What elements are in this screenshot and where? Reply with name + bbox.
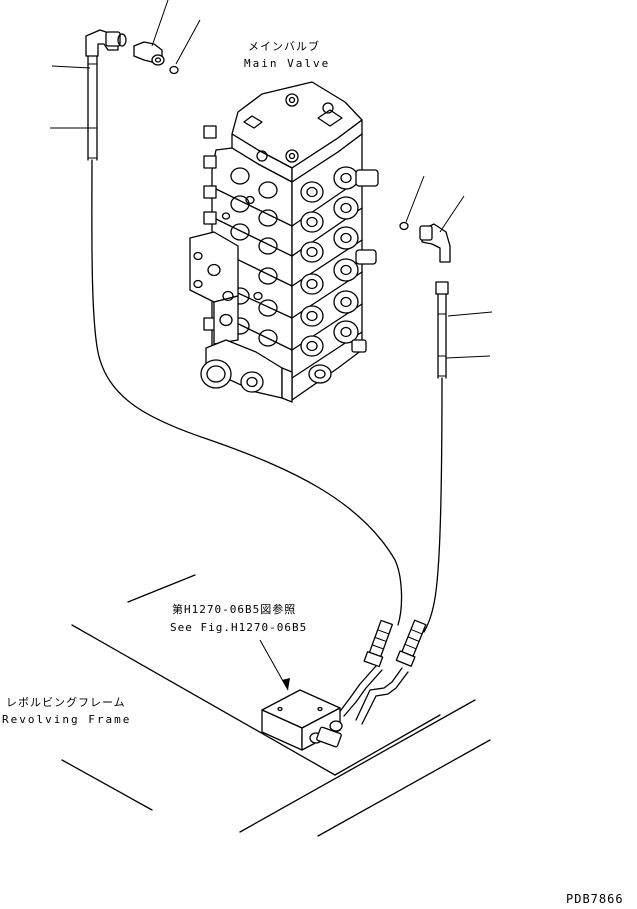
revolving-frame [61,574,491,837]
drawing-number: PDB7866 [566,892,624,906]
leader-lines [50,0,493,691]
revolving-frame-label-en: Revolving Frame [2,713,132,726]
right-hose-assembly [355,221,451,725]
see-fig-label-jp: 第H1270-06B5図参照 [172,603,297,616]
revolving-frame-label-jp: レボルビングフレーム [6,696,126,709]
see-fig-label-en: See Fig.H1270-06B5 [170,621,308,634]
main-valve-label-jp: メインバルブ [248,40,320,53]
main-valve-label-en: Main Valve [244,57,331,70]
main-valve [189,81,379,403]
connector-block [261,689,343,751]
adapter-fitting-top [133,41,179,75]
left-hose-assembly [85,29,403,717]
